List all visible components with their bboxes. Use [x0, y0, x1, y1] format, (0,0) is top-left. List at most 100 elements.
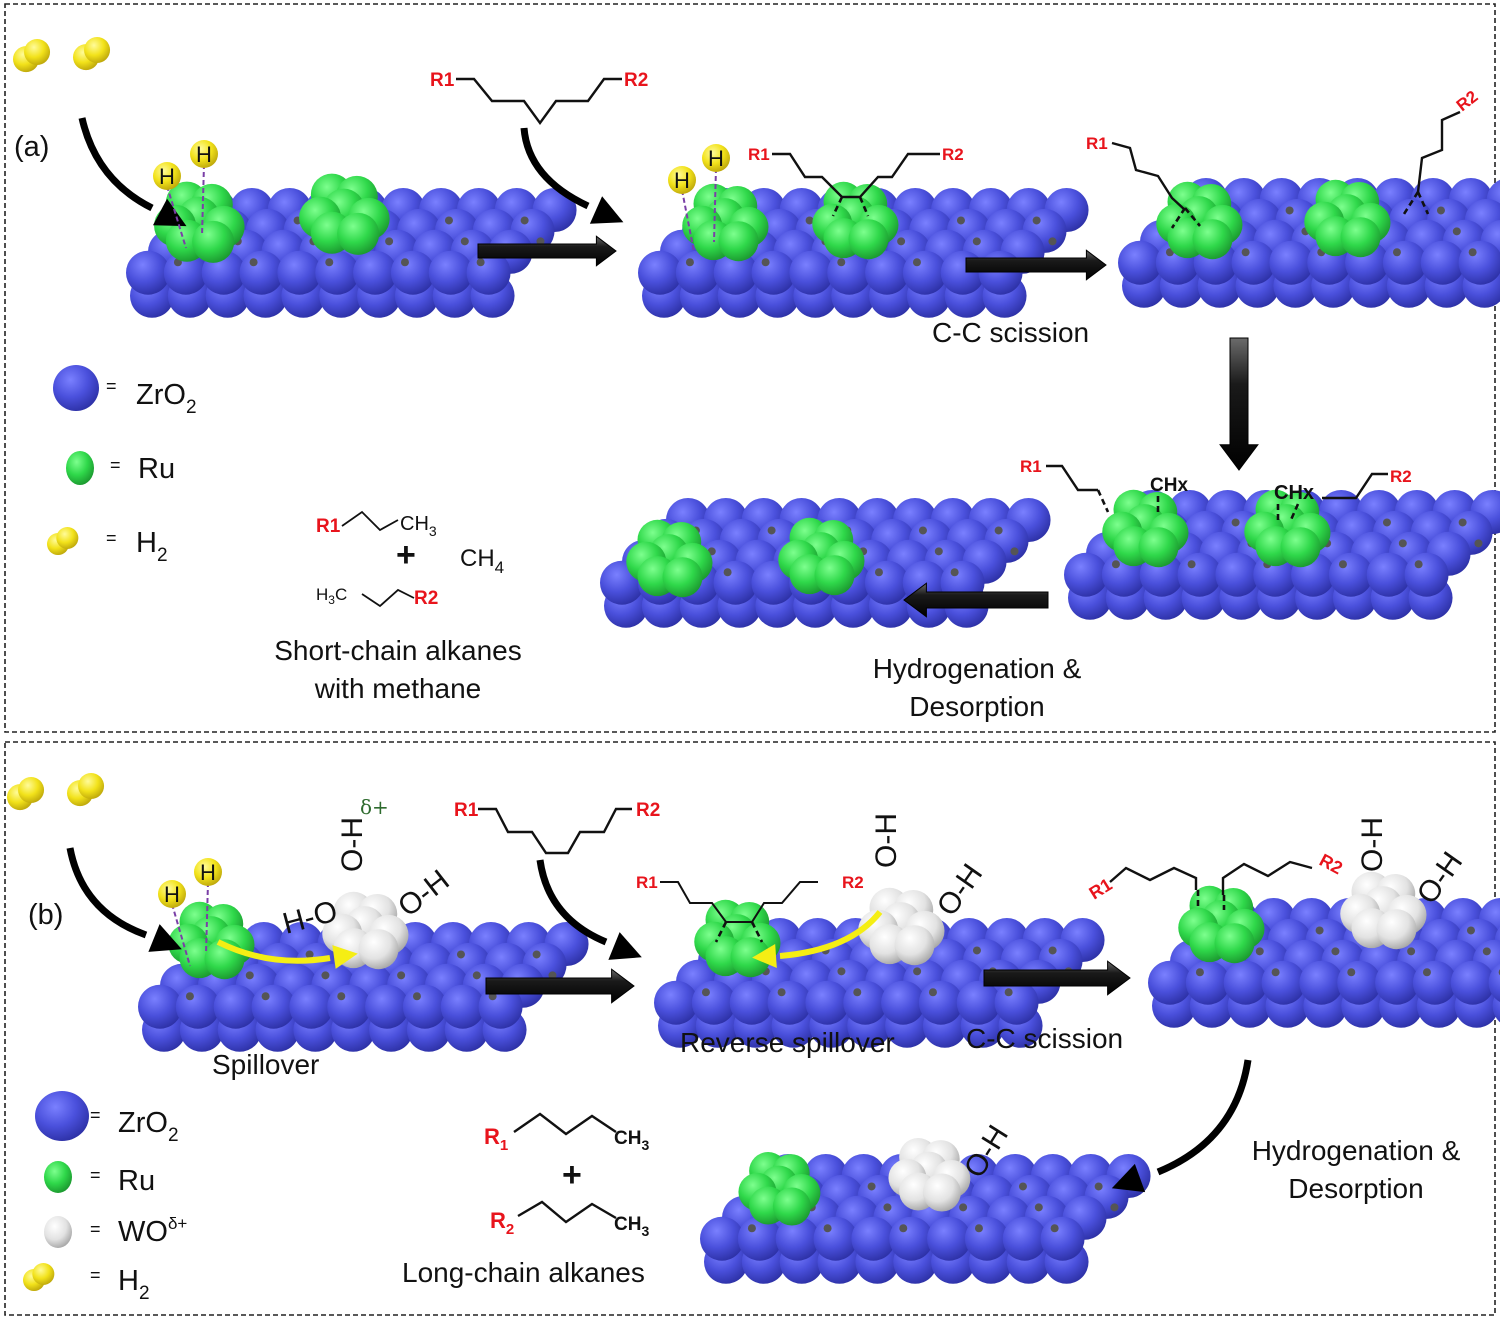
zro2-sphere: [767, 980, 812, 1025]
bond-line: [1109, 866, 1198, 890]
zro2-sphere: [440, 984, 485, 1029]
zro2-sphere: [1261, 960, 1306, 1005]
ch3-label: CH3: [614, 1128, 649, 1153]
ru-cluster: [626, 519, 713, 598]
zro2-sphere: [1299, 960, 1344, 1005]
reaction-arrow-right: [485, 968, 635, 1004]
legend-h2-molecule-icon: [23, 1263, 55, 1292]
ru-cluster: [1178, 885, 1265, 964]
h-atom-label: H: [200, 860, 216, 885]
interstitial-dot: [245, 971, 254, 980]
r2-label: R2: [1453, 87, 1482, 115]
panel-b-border: [4, 741, 1496, 1316]
h-atom-label: H: [708, 146, 724, 171]
interstitial-dot: [1048, 946, 1057, 955]
zro2-sphere: [1269, 240, 1314, 285]
r1-label: R1: [748, 145, 770, 164]
arrow-shape: [477, 235, 617, 267]
bond-line: [1221, 860, 1313, 895]
chx-label: CHx: [1274, 482, 1314, 504]
plus-sign: +: [562, 1156, 582, 1194]
caption-hydrogenation-a-line2: Desorption: [909, 691, 1044, 722]
equals-sign: =: [90, 1105, 101, 1125]
zro2-sphere: [365, 984, 410, 1029]
hydroxyl-label: O-H: [336, 817, 369, 872]
interstitial-dot: [867, 1182, 876, 1191]
hydroxyl-label: O-H: [1356, 817, 1389, 872]
h-sphere: [24, 39, 51, 65]
h2-molecule-icon: [7, 777, 45, 811]
arrow-head: [148, 924, 182, 952]
adsorption-bond: [1096, 489, 1110, 513]
zro2-sphere: [1375, 960, 1420, 1005]
interstitial-dot: [950, 568, 959, 577]
adsorption-bond: [1402, 191, 1430, 215]
interstitial-dot: [1482, 947, 1491, 956]
interstitial-dot: [805, 216, 814, 225]
interstitial-dot: [897, 237, 906, 246]
interstitial-dot: [1018, 1182, 1027, 1191]
equals-sign: =: [110, 455, 121, 475]
interstitial-dot: [837, 258, 846, 267]
adsorption-bond: [714, 921, 764, 943]
zro2-sphere: [1185, 960, 1230, 1005]
zro2-sphere: [889, 1216, 934, 1261]
caption-hydrogenation-b-line1: Hydrogenation &: [1252, 1135, 1461, 1166]
alkane-chain-a-free: R1 R2: [430, 70, 648, 126]
zro2-sphere: [402, 984, 447, 1029]
r1-label: R1: [636, 873, 658, 892]
interstitial-dot: [1407, 947, 1416, 956]
wo-sphere: [1376, 909, 1417, 950]
r1-label: R1: [316, 516, 341, 537]
zro2-sphere: [1488, 963, 1500, 1002]
interstitial-dot: [837, 967, 846, 976]
interstitial-dot: [883, 1203, 892, 1212]
zro2-sphere: [843, 980, 888, 1025]
zro2-sphere: [638, 250, 682, 295]
product-caption-line2: with methane: [314, 673, 482, 704]
interstitial-dot: [1195, 968, 1204, 977]
zro2-sphere: [994, 980, 1039, 1025]
legend-ru-sphere-icon: [44, 1161, 72, 1193]
wo-sphere: [894, 925, 935, 966]
interstitial-dot: [761, 258, 770, 267]
wo-sphere: [922, 1173, 961, 1212]
interstitial-dot: [874, 568, 883, 577]
bond-line: [341, 510, 399, 532]
bond-line: [660, 881, 818, 923]
product-caption-line1: Short-chain alkanes: [274, 635, 521, 666]
r1-label: R1: [454, 800, 479, 821]
zro2-sphere: [881, 980, 926, 1025]
interstitial-dot: [685, 258, 694, 267]
h-atom-sphere: [702, 144, 730, 172]
interstitial-dot: [337, 992, 346, 1001]
ru-sphere: [730, 937, 771, 978]
interstitial-dot: [777, 988, 786, 997]
interstitial-dot: [305, 950, 314, 959]
interstitial-dot: [972, 237, 981, 246]
ru-cluster: [694, 899, 781, 978]
legend-item-wo: = WOδ+: [90, 1214, 187, 1248]
panel-a-border: [4, 3, 1496, 733]
ru-cluster: [738, 1152, 821, 1226]
h2-molecule-icon: [73, 37, 111, 71]
legend-h2-molecule-icon: [47, 527, 79, 556]
bond-line: [456, 77, 622, 126]
interstitial-dot: [412, 992, 421, 1001]
alkane-chain-b-free: R1 R2: [454, 800, 660, 855]
ru-cluster: [299, 173, 390, 255]
equals-sign: =: [106, 376, 117, 396]
wo-cluster: [858, 887, 945, 966]
zro2-sphere: [1412, 960, 1457, 1005]
alkane-chain-b-adsorbed: R1 R2: [636, 873, 864, 943]
interstitial-dot: [444, 216, 453, 225]
alkane-adsorption-arrow: [520, 127, 624, 224]
interstitial-dot: [918, 526, 927, 535]
zro2-sphere: [126, 250, 170, 295]
ru-sphere: [1214, 923, 1255, 964]
caption-cc-scission-b: C-C scission: [966, 1023, 1123, 1054]
interstitial-dot: [385, 237, 394, 246]
reaction-arrow-down: [1219, 337, 1259, 471]
arrow-shape: [485, 968, 635, 1004]
interstitial-dot: [1255, 947, 1264, 956]
